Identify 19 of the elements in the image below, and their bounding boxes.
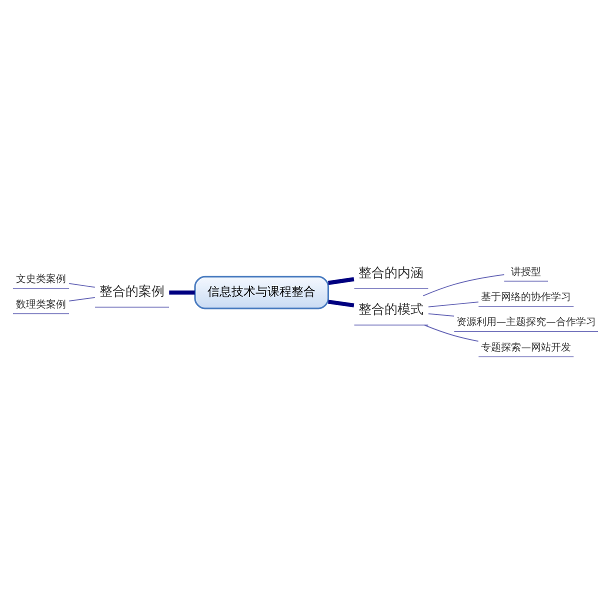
connector [424, 324, 479, 342]
node-text: 整合的模式 [358, 302, 424, 318]
connector [328, 277, 354, 285]
node-text: 数理类案例 [16, 299, 66, 310]
connector [328, 300, 354, 308]
node-text: 讲授型 [511, 266, 542, 278]
connector [428, 302, 479, 308]
node-text: 专题探索—网站开发 [481, 342, 571, 354]
connector [428, 313, 455, 317]
connector [68, 297, 96, 302]
node-text: 整合的案例 [100, 284, 165, 300]
connector [68, 283, 96, 288]
node-text: 资源利用—主题探究—合作学习 [456, 317, 596, 328]
node-text: 文史类案例 [16, 274, 66, 286]
connector [422, 274, 505, 296]
node-text: 基于网络的协作学习 [481, 292, 572, 303]
node-box: 信息技术与课程整合 [194, 276, 330, 310]
node-text: 整合的内涵 [358, 266, 424, 281]
connector [169, 290, 195, 295]
